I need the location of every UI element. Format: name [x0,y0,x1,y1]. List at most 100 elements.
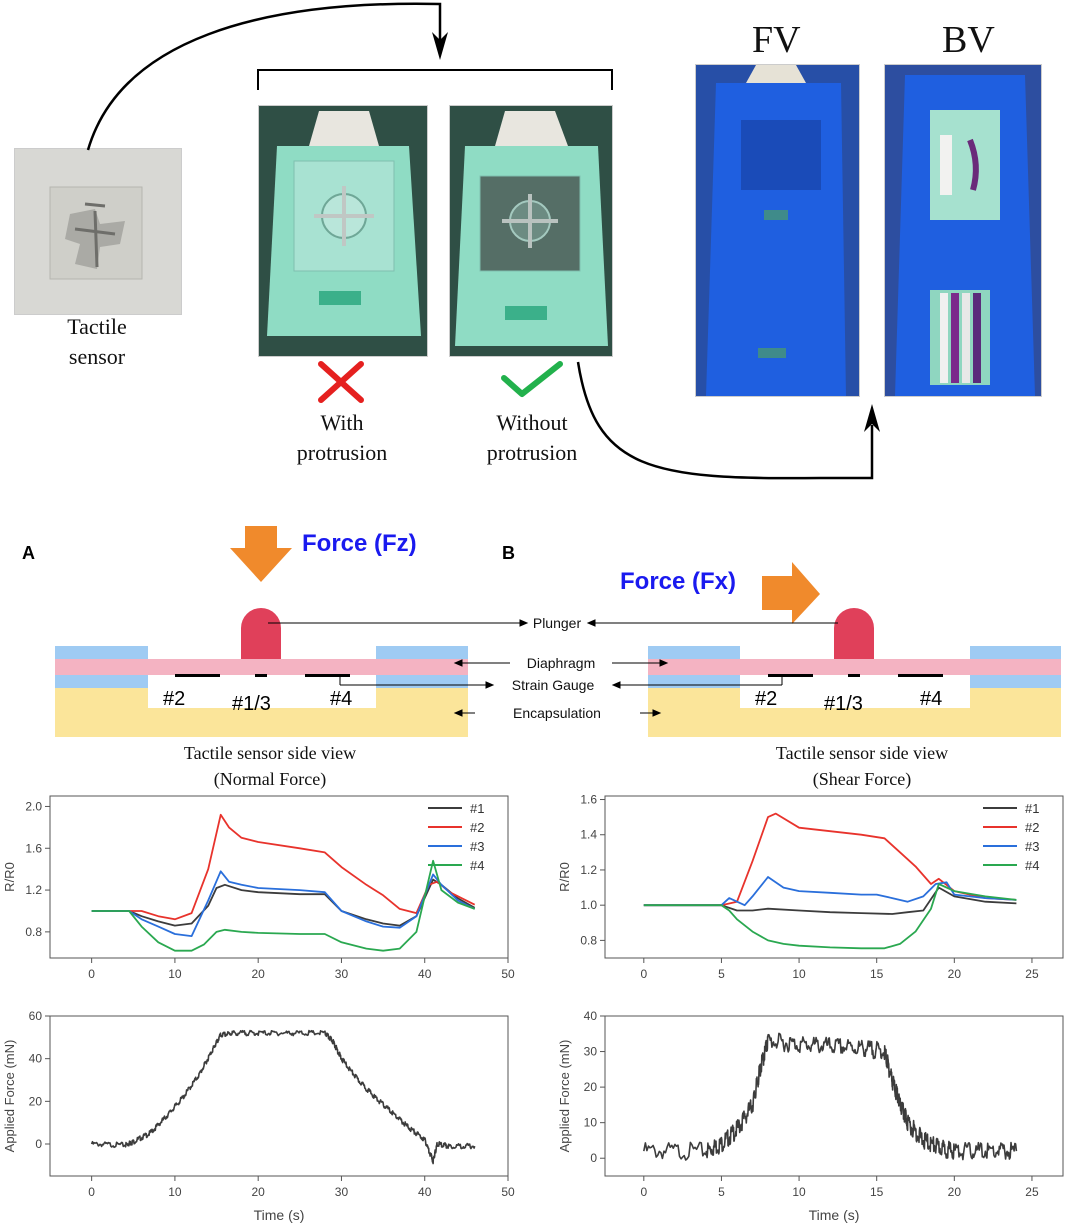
plunger-a [241,608,281,659]
gauge-13-label-a: #1/3 [232,693,271,715]
fv-label: FV [752,19,801,61]
x-tick-label: 20 [252,967,266,981]
sensor-b [648,608,1061,737]
y-tick-label: 1.2 [25,883,42,897]
back-view-photo [884,64,1042,397]
series-line-3 [643,876,1017,907]
with-protrusion-photo [258,105,428,357]
x-tick-label: 30 [335,967,349,981]
y-tick-label: 2.0 [25,799,42,813]
panel-a-label: A [22,543,35,563]
with-protrusion-image [259,106,427,356]
gauge-2-a [175,674,220,677]
series-line-2 [91,813,476,921]
x-tick-label: 10 [168,967,182,981]
series-line-1 [643,886,1017,915]
y-tick-label: 1.0 [580,898,597,912]
with-protrusion-label: With protrusion [296,410,388,465]
y-axis-label: Applied Force (mN) [557,1040,572,1153]
gauge-13-a [255,674,267,677]
caption-shear-force: Tactile sensor side view (Shear Force) [775,743,949,789]
x-tick-label: 50 [501,1185,515,1199]
x-tick-label: 10 [792,1185,806,1199]
y-tick-label: 40 [29,1052,43,1066]
cavity-b [740,675,970,708]
legend-label: #4 [470,858,484,873]
plunger-label: Plunger [533,615,582,631]
photo-connectors [86,2,880,480]
legend-label: #3 [470,839,484,854]
arrowhead-down [432,32,448,60]
legend-label: #2 [470,820,484,835]
y-tick-label: 30 [584,1045,598,1059]
legend-label: #4 [1025,858,1039,873]
force-right-arrow [762,562,820,624]
gauge-2-label-b: #2 [755,688,777,710]
encapsulation-label: Encapsulation [513,705,601,721]
x-tick-label: 0 [88,967,95,981]
y-tick-label: 40 [584,1009,598,1023]
cross-icon [318,361,364,403]
force-down-arrow [230,526,292,582]
series-line [643,1032,1018,1161]
front-view-image [696,65,859,396]
series-line-4 [91,859,476,952]
x-tick-label: 10 [168,1185,182,1199]
check-icon [501,361,563,397]
series-line [90,1029,476,1165]
y-tick-label: 20 [584,1080,598,1094]
sensor-cross-section: Plunger Diaphragm Strain Gauge Encapsula… [55,526,1061,737]
top-bracket [257,69,613,90]
legend-label: #3 [1025,839,1039,854]
gauge-13-label-b: #1/3 [824,693,863,715]
y-tick-label: 60 [29,1009,43,1023]
y-tick-label: 0 [35,1137,42,1151]
x-axis-label: Time (s) [254,1207,305,1223]
plot-frame [604,1015,1064,1177]
strain-gauge-label: Strain Gauge [512,677,595,693]
force-fz-label: Force (Fz) [302,530,417,557]
tactile-sensor-label: Tactile sensor [67,314,127,369]
gauge-2-b [768,674,813,677]
diaphragm-label: Diaphragm [527,655,595,671]
x-tick-label: 50 [501,967,515,981]
y-tick-label: 1.2 [580,863,597,877]
x-tick-label: 30 [335,1185,349,1199]
x-tick-label: 25 [1025,967,1039,981]
x-tick-label: 25 [1025,1185,1039,1199]
plot-frame [49,1015,509,1177]
without-protrusion-photo [449,105,613,357]
plunger-b [834,608,874,659]
y-tick-label: 10 [584,1116,598,1130]
panel-b-label: B [502,543,515,563]
tactile-sensor-image [49,186,143,280]
gauge-4-label-a: #4 [330,688,352,710]
x-tick-label: 20 [948,1185,962,1199]
x-tick-label: 0 [640,967,647,981]
x-axis-label: Time (s) [809,1207,860,1223]
x-tick-label: 15 [870,967,884,981]
x-tick-label: 5 [718,967,725,981]
x-tick-label: 40 [418,1185,432,1199]
without-protrusion-label: Without protrusion [486,410,578,465]
plot-frame [49,795,509,959]
force-fx-label: Force (Fx) [620,568,737,595]
x-tick-label: 10 [792,967,806,981]
x-tick-label: 20 [252,1185,266,1199]
x-tick-label: 0 [640,1185,647,1199]
y-axis-label: Applied Force (mN) [2,1040,17,1153]
y-tick-label: 1.6 [25,841,42,855]
caption-normal-force: Tactile sensor side view (Normal Force) [183,743,357,789]
x-tick-label: 0 [88,1185,95,1199]
y-tick-label: 1.4 [580,828,597,842]
cavity-a [148,675,376,708]
series-line-1 [91,878,476,927]
x-tick-label: 20 [948,967,962,981]
sensor-to-bracket-arrow [86,2,442,151]
plot-frame [604,795,1064,959]
front-view-photo [695,64,860,397]
